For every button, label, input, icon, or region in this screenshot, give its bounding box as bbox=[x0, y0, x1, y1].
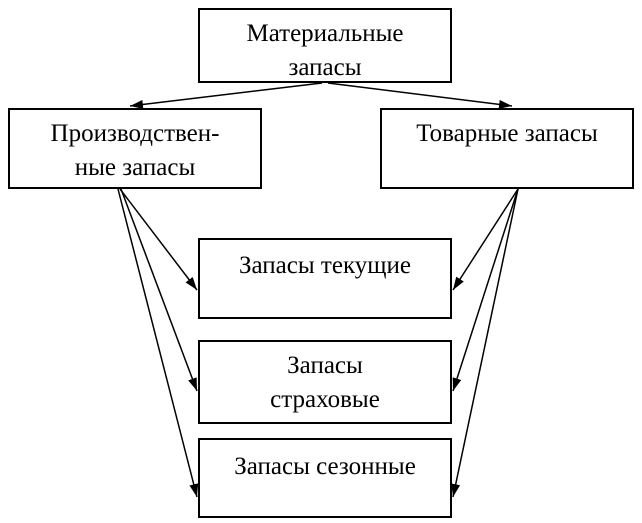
safety-inventories-label-line2: страховые bbox=[270, 386, 380, 413]
arrow-material-to-commodity bbox=[327, 82, 513, 109]
material-inventories-label-line1: Материальные bbox=[246, 20, 404, 47]
safety-inventories-box: Запасы страховые bbox=[198, 340, 452, 424]
safety-inventories-label-line1: Запасы bbox=[287, 352, 363, 379]
commodity-inventories-box: Товарные запасы bbox=[380, 108, 634, 189]
material-inventories-box: Материальные запасы bbox=[198, 8, 452, 83]
production-inventories-label-line2: ные запасы bbox=[74, 154, 196, 181]
arrow-commodity-to-current bbox=[452, 188, 519, 291]
production-inventories-box: Производствен- ные запасы bbox=[8, 108, 262, 189]
arrow-material-to-production bbox=[129, 82, 323, 109]
arrow-commodity-to-seasonal bbox=[451, 188, 519, 498]
arrow-commodity-to-safety bbox=[452, 188, 519, 392]
current-inventories-box: Запасы текущие bbox=[198, 238, 452, 319]
material-inventories-label-line2: запасы bbox=[288, 54, 362, 81]
arrow-production-to-current bbox=[119, 188, 198, 291]
current-inventories-label: Запасы текущие bbox=[239, 252, 411, 279]
arrow-production-to-seasonal bbox=[117, 188, 199, 498]
production-inventories-label-line1: Производствен- bbox=[50, 120, 220, 147]
commodity-inventories-label: Товарные запасы bbox=[416, 120, 598, 147]
arrow-production-to-safety bbox=[120, 188, 198, 392]
seasonal-inventories-label: Запасы сезонные bbox=[234, 453, 416, 480]
seasonal-inventories-box: Запасы сезонные bbox=[198, 438, 452, 518]
